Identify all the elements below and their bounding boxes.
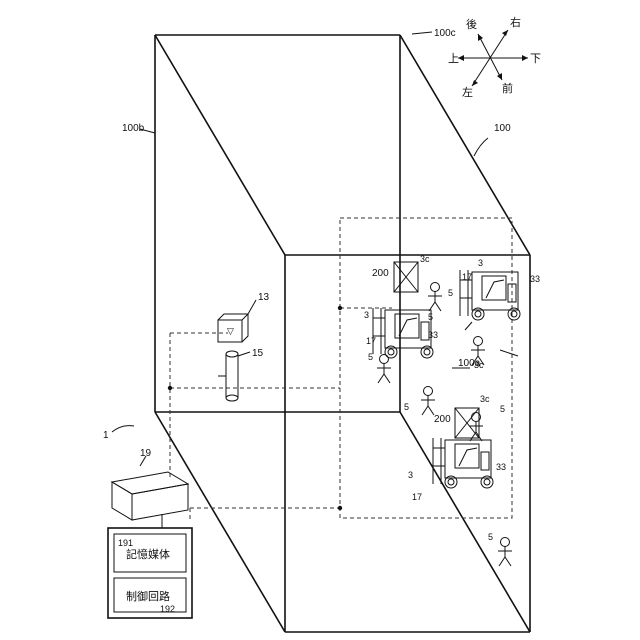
label-192: 192 <box>160 604 175 614</box>
label-3c-3: 3c <box>480 394 490 404</box>
compass-up: 上 <box>448 52 459 65</box>
label-5-2: 5 <box>428 312 433 322</box>
worker-1 <box>428 283 442 312</box>
worker-6 <box>498 538 512 567</box>
compass-front: 前 <box>502 81 513 95</box>
label-200-upper: 200 <box>372 268 389 279</box>
worker-4 <box>421 387 435 416</box>
label-5-6: 5 <box>488 532 493 542</box>
circuit-text: 制御回路 <box>126 589 170 603</box>
label-200-lower: 200 <box>434 414 451 425</box>
label-5-5: 5 <box>500 404 505 414</box>
label-3-2: 3 <box>364 310 369 320</box>
label-17-1: 17 <box>462 272 472 282</box>
label-1: 1 <box>103 430 109 441</box>
label-100: 100 <box>494 123 511 134</box>
label-15: 15 <box>252 348 264 359</box>
junction-dot <box>338 506 342 510</box>
signal-wiring <box>168 218 512 520</box>
label-3c-2: 3c <box>474 360 484 370</box>
room-box <box>155 35 530 632</box>
label-33-1: 33 <box>530 274 540 284</box>
label-5-3: 5 <box>368 352 373 362</box>
shelf-upper <box>394 262 418 292</box>
compass-down: 下 <box>530 52 541 65</box>
label-100c: 100c <box>434 28 456 39</box>
worker-5 <box>469 413 483 442</box>
label-13: 13 <box>258 292 270 303</box>
device-15: 15 <box>218 348 264 401</box>
label-3c-1: 3c <box>420 254 430 264</box>
forklift-a <box>373 308 433 358</box>
compass-right: 右 <box>510 15 521 29</box>
worker-2 <box>377 355 391 384</box>
label-17-2: 17 <box>366 336 376 346</box>
label-5-1: 5 <box>448 288 453 298</box>
label-5-4: 5 <box>404 402 409 412</box>
label-3-1: 3 <box>478 258 483 268</box>
svg-text:▽: ▽ <box>227 326 234 336</box>
junction-dot <box>338 306 342 310</box>
label-17-3: 17 <box>412 492 422 502</box>
compass-left: 左 <box>462 86 473 99</box>
forklift-c <box>433 438 493 488</box>
label-19: 19 <box>140 448 152 459</box>
device-13: ▽ 13 <box>218 292 270 342</box>
label-100b: 100b <box>122 123 145 134</box>
reference-labels: 100c 100b 100 1 100a 3c 3 17 33 5 3 17 3… <box>103 28 540 542</box>
label-191: 191 <box>118 538 133 548</box>
label-33-3: 33 <box>496 462 506 472</box>
label-3-3: 3 <box>408 470 413 480</box>
storage-text: 記憶媒体 <box>126 547 170 561</box>
compass-back: 後 <box>466 17 477 31</box>
label-33-2: 33 <box>428 330 438 340</box>
controller-19: 19 記憶媒体 制御回路 191 192 <box>108 448 192 618</box>
junction-dot <box>168 386 172 390</box>
direction-compass: 上 下 左 右 前 後 <box>448 15 541 99</box>
